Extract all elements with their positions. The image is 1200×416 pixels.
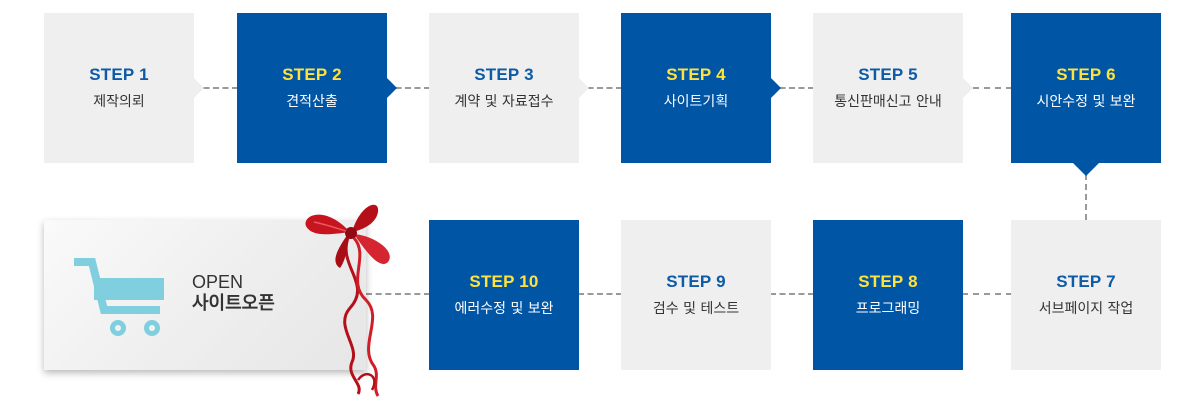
- connector-2-3: [386, 87, 430, 89]
- step-5-box: STEP 5 통신판매신고 안내: [813, 13, 973, 163]
- step-3-box: STEP 3 계약 및 자료접수: [429, 13, 589, 163]
- open-text: OPEN 사이트오픈: [192, 272, 275, 314]
- arrow-down-icon: [1073, 163, 1099, 176]
- step-6-number: STEP 6: [1056, 65, 1116, 84]
- step-7-box: STEP 7 서브페이지 작업: [1011, 220, 1161, 370]
- site-open-card: OPEN 사이트오픈: [44, 220, 366, 370]
- open-subtitle: 사이트오픈: [192, 293, 275, 314]
- connector-8-9: [770, 293, 814, 295]
- step-7-label: 서브페이지 작업: [1038, 301, 1134, 317]
- step-2-number: STEP 2: [282, 65, 342, 84]
- arrow-right-icon: [963, 78, 973, 98]
- shopping-cart-icon: [74, 258, 164, 336]
- step-9-label: 검수 및 테스트: [652, 301, 740, 317]
- step-1-box: STEP 1 제작의뢰: [44, 13, 204, 163]
- step-2-label: 견적산출: [286, 94, 338, 110]
- step-4-box: STEP 4 사이트기획: [621, 13, 781, 163]
- connector-9-10: [578, 293, 622, 295]
- step-5-number: STEP 5: [858, 65, 918, 84]
- step-8-number: STEP 8: [858, 272, 918, 291]
- step-3-label: 계약 및 자료접수: [454, 94, 554, 110]
- step-4-label: 사이트기획: [663, 94, 729, 110]
- step-5-label: 통신판매신고 안내: [834, 94, 942, 110]
- step-10-number: STEP 10: [469, 272, 539, 291]
- connector-10-open: [366, 293, 430, 295]
- step-8-label: 프로그래밍: [855, 301, 921, 317]
- open-title: OPEN: [192, 272, 244, 292]
- step-6-box: STEP 6 시안수정 및 보완: [1011, 13, 1161, 176]
- arrow-right-icon: [387, 78, 397, 98]
- arrow-right-icon: [194, 78, 204, 98]
- connector-4-5: [770, 87, 814, 89]
- step-10-box: STEP 10 에러수정 및 보완: [429, 220, 579, 370]
- step-9-box: STEP 9 검수 및 테스트: [621, 220, 771, 370]
- step-9-number: STEP 9: [666, 272, 726, 291]
- connector-5-6: [962, 87, 1012, 89]
- arrow-right-icon: [579, 78, 589, 98]
- connector-3-4: [578, 87, 622, 89]
- step-8-box: STEP 8 프로그래밍: [813, 220, 963, 370]
- connector-6-7: [1085, 174, 1087, 220]
- arrow-right-icon: [771, 78, 781, 98]
- step-6-label: 시안수정 및 보완: [1036, 94, 1136, 110]
- connector-7-8: [962, 293, 1012, 295]
- step-1-label: 제작의뢰: [93, 94, 145, 110]
- step-7-number: STEP 7: [1056, 272, 1116, 291]
- connector-1-2: [194, 87, 238, 89]
- step-2-box: STEP 2 견적산출: [237, 13, 397, 163]
- ribbon-bow-icon: [305, 204, 390, 397]
- step-10-label: 에러수정 및 보완: [454, 301, 554, 317]
- step-3-number: STEP 3: [474, 65, 534, 84]
- step-1-number: STEP 1: [89, 65, 149, 84]
- step-4-number: STEP 4: [666, 65, 726, 84]
